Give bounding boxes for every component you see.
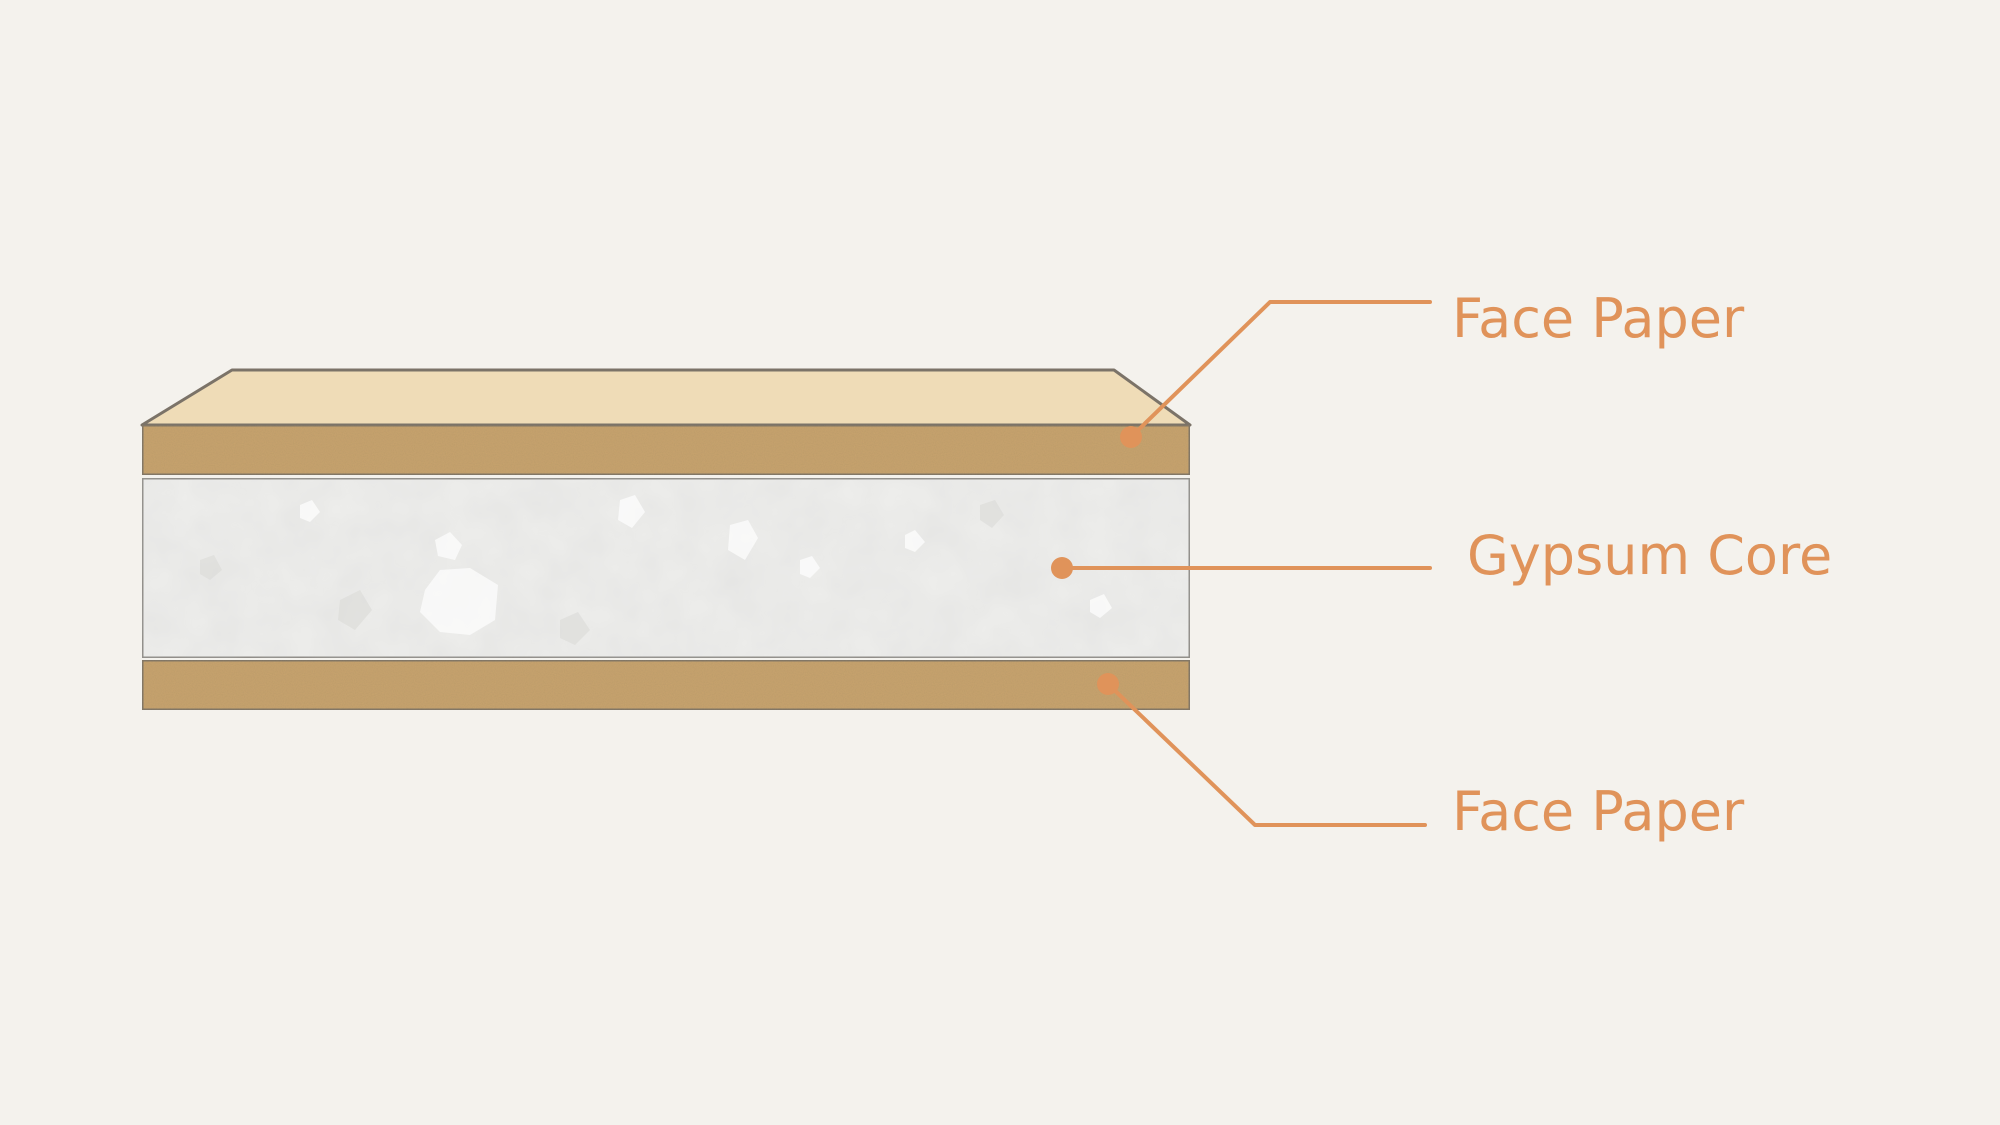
top-face-paper-callout: Face Paper — [1120, 287, 1745, 448]
gypsum-core-layer — [140, 476, 1192, 660]
top-face-paper-surface — [140, 368, 1192, 427]
bottom-face-paper-label: Face Paper — [1452, 780, 1745, 843]
top-face-paper-leader-line — [1129, 300, 1432, 439]
top-face-paper-label: Face Paper — [1452, 287, 1745, 350]
top-face-paper-marker — [1120, 426, 1142, 448]
bottom-face-paper-leader-line — [1106, 682, 1427, 827]
bottom-face-paper-layer — [140, 658, 1192, 712]
gypsum-core-label: Gypsum Core — [1467, 524, 1832, 587]
top-face-paper-layer — [140, 423, 1192, 477]
bottom-face-paper-marker — [1097, 673, 1119, 695]
bottom-face-paper-callout: Face Paper — [1097, 673, 1745, 843]
gypsum-core-callout: Gypsum Core — [1051, 524, 1832, 587]
gypsum-core-marker — [1051, 557, 1073, 579]
